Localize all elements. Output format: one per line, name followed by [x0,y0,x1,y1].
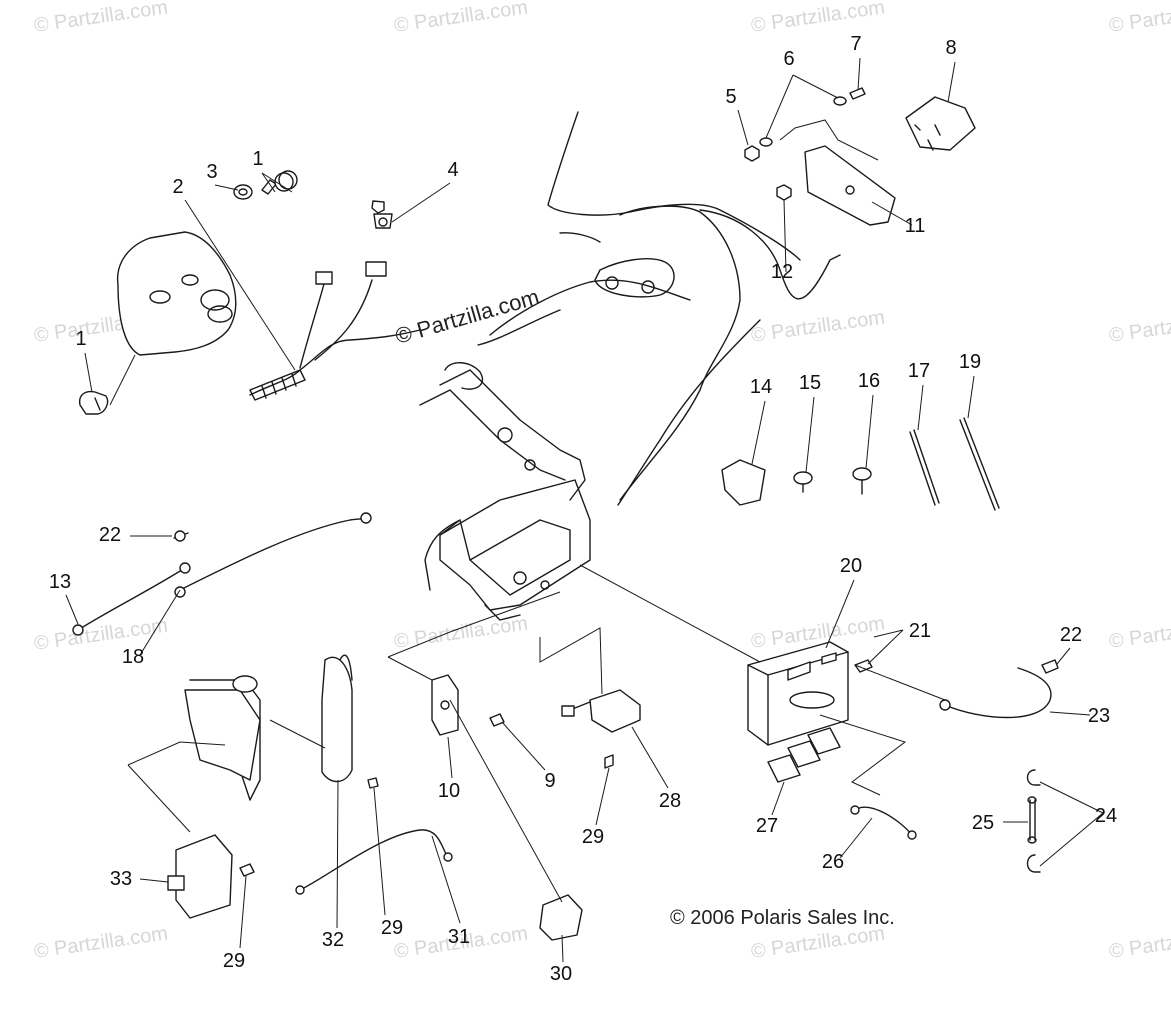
nut [776,184,792,201]
tail-light-housing [116,231,237,356]
callout-c18: 18 [122,646,144,668]
callout-c3: 3 [206,161,217,183]
links [1026,769,1041,873]
callout-c32: 32 [322,929,344,951]
callout-c17: 17 [908,360,930,382]
watermark: © Partzilla.com [33,614,170,655]
callout-c28: 28 [659,790,681,812]
callout-c4: 4 [447,159,458,181]
callout-c20: 20 [840,555,862,577]
callout-c10: 10 [438,780,460,802]
battery [747,641,873,746]
bracket-assembly [744,87,976,226]
nut [744,145,760,162]
relay-block [905,96,976,151]
bulb-socket [78,390,109,415]
callout-c27: 27 [756,815,778,837]
callout-c16: 16 [858,370,880,392]
ground-cables [72,512,372,636]
callout-c22a: 22 [99,524,121,546]
callout-c29a: 29 [582,826,604,848]
relay-bracket [431,674,641,941]
callout-c6: 6 [783,48,794,70]
callout-c24: 24 [1095,805,1117,827]
callout-c31: 31 [448,926,470,948]
callout-c5: 5 [725,86,736,108]
callout-c22b: 22 [1060,624,1082,646]
watermark: © Partzilla.com [393,0,530,37]
callout-c2: 2 [172,176,183,198]
callout-c29c: 29 [223,950,245,972]
battery-box-frame [419,362,591,621]
watermark: © Partzilla.com [750,306,887,347]
coil-and-cdi [167,654,453,919]
callout-c30: 30 [550,963,572,985]
callout-c21: 21 [909,620,931,642]
watermark: © Partzilla.com [33,0,170,37]
callout-c25: 25 [972,812,994,834]
watermark: © Partzilla.com [1108,306,1171,347]
washer [759,137,773,147]
watermark-layer: © Partzilla.com © Partzilla.com © Partzi… [33,0,1171,963]
callout-c9: 9 [544,770,555,792]
callout-c1a: 1 [252,148,263,170]
battery-cable [939,659,1059,719]
grommet [233,184,253,200]
callout-c15: 15 [799,372,821,394]
watermark: © Partzilla.com [1108,612,1171,653]
callout-c19: 19 [959,351,981,373]
center-watermark: © Partzilla.com [392,284,541,349]
callout-c14: 14 [750,376,772,398]
callout-c7: 7 [850,33,861,55]
cable-26 [850,805,917,840]
callout-c8: 8 [945,37,956,59]
watermark: © Partzilla.com [1108,922,1171,963]
callout-c12: 12 [771,261,793,283]
watermark: © Partzilla.com [1108,0,1171,37]
bolt [849,87,866,100]
switch-connector [371,200,393,229]
callout-c1b: 1 [75,328,86,350]
callout-c33: 33 [110,868,132,890]
rear-body-panel [477,111,841,506]
leader-lines [65,57,1104,963]
callout-c26: 26 [822,851,844,873]
copyright-text: © 2006 Polaris Sales Inc. [670,907,895,929]
callout-c11: 11 [905,215,926,237]
watermark: © Partzilla.com [750,0,887,37]
callout-c29b: 29 [381,917,403,939]
watermark: © Partzilla.com [33,922,170,963]
callout-c13: 13 [49,571,71,593]
battery-pads [767,727,841,783]
clip-and-strap-group [721,417,1000,511]
callout-c23: 23 [1088,705,1110,727]
wiring-harness [249,261,421,401]
